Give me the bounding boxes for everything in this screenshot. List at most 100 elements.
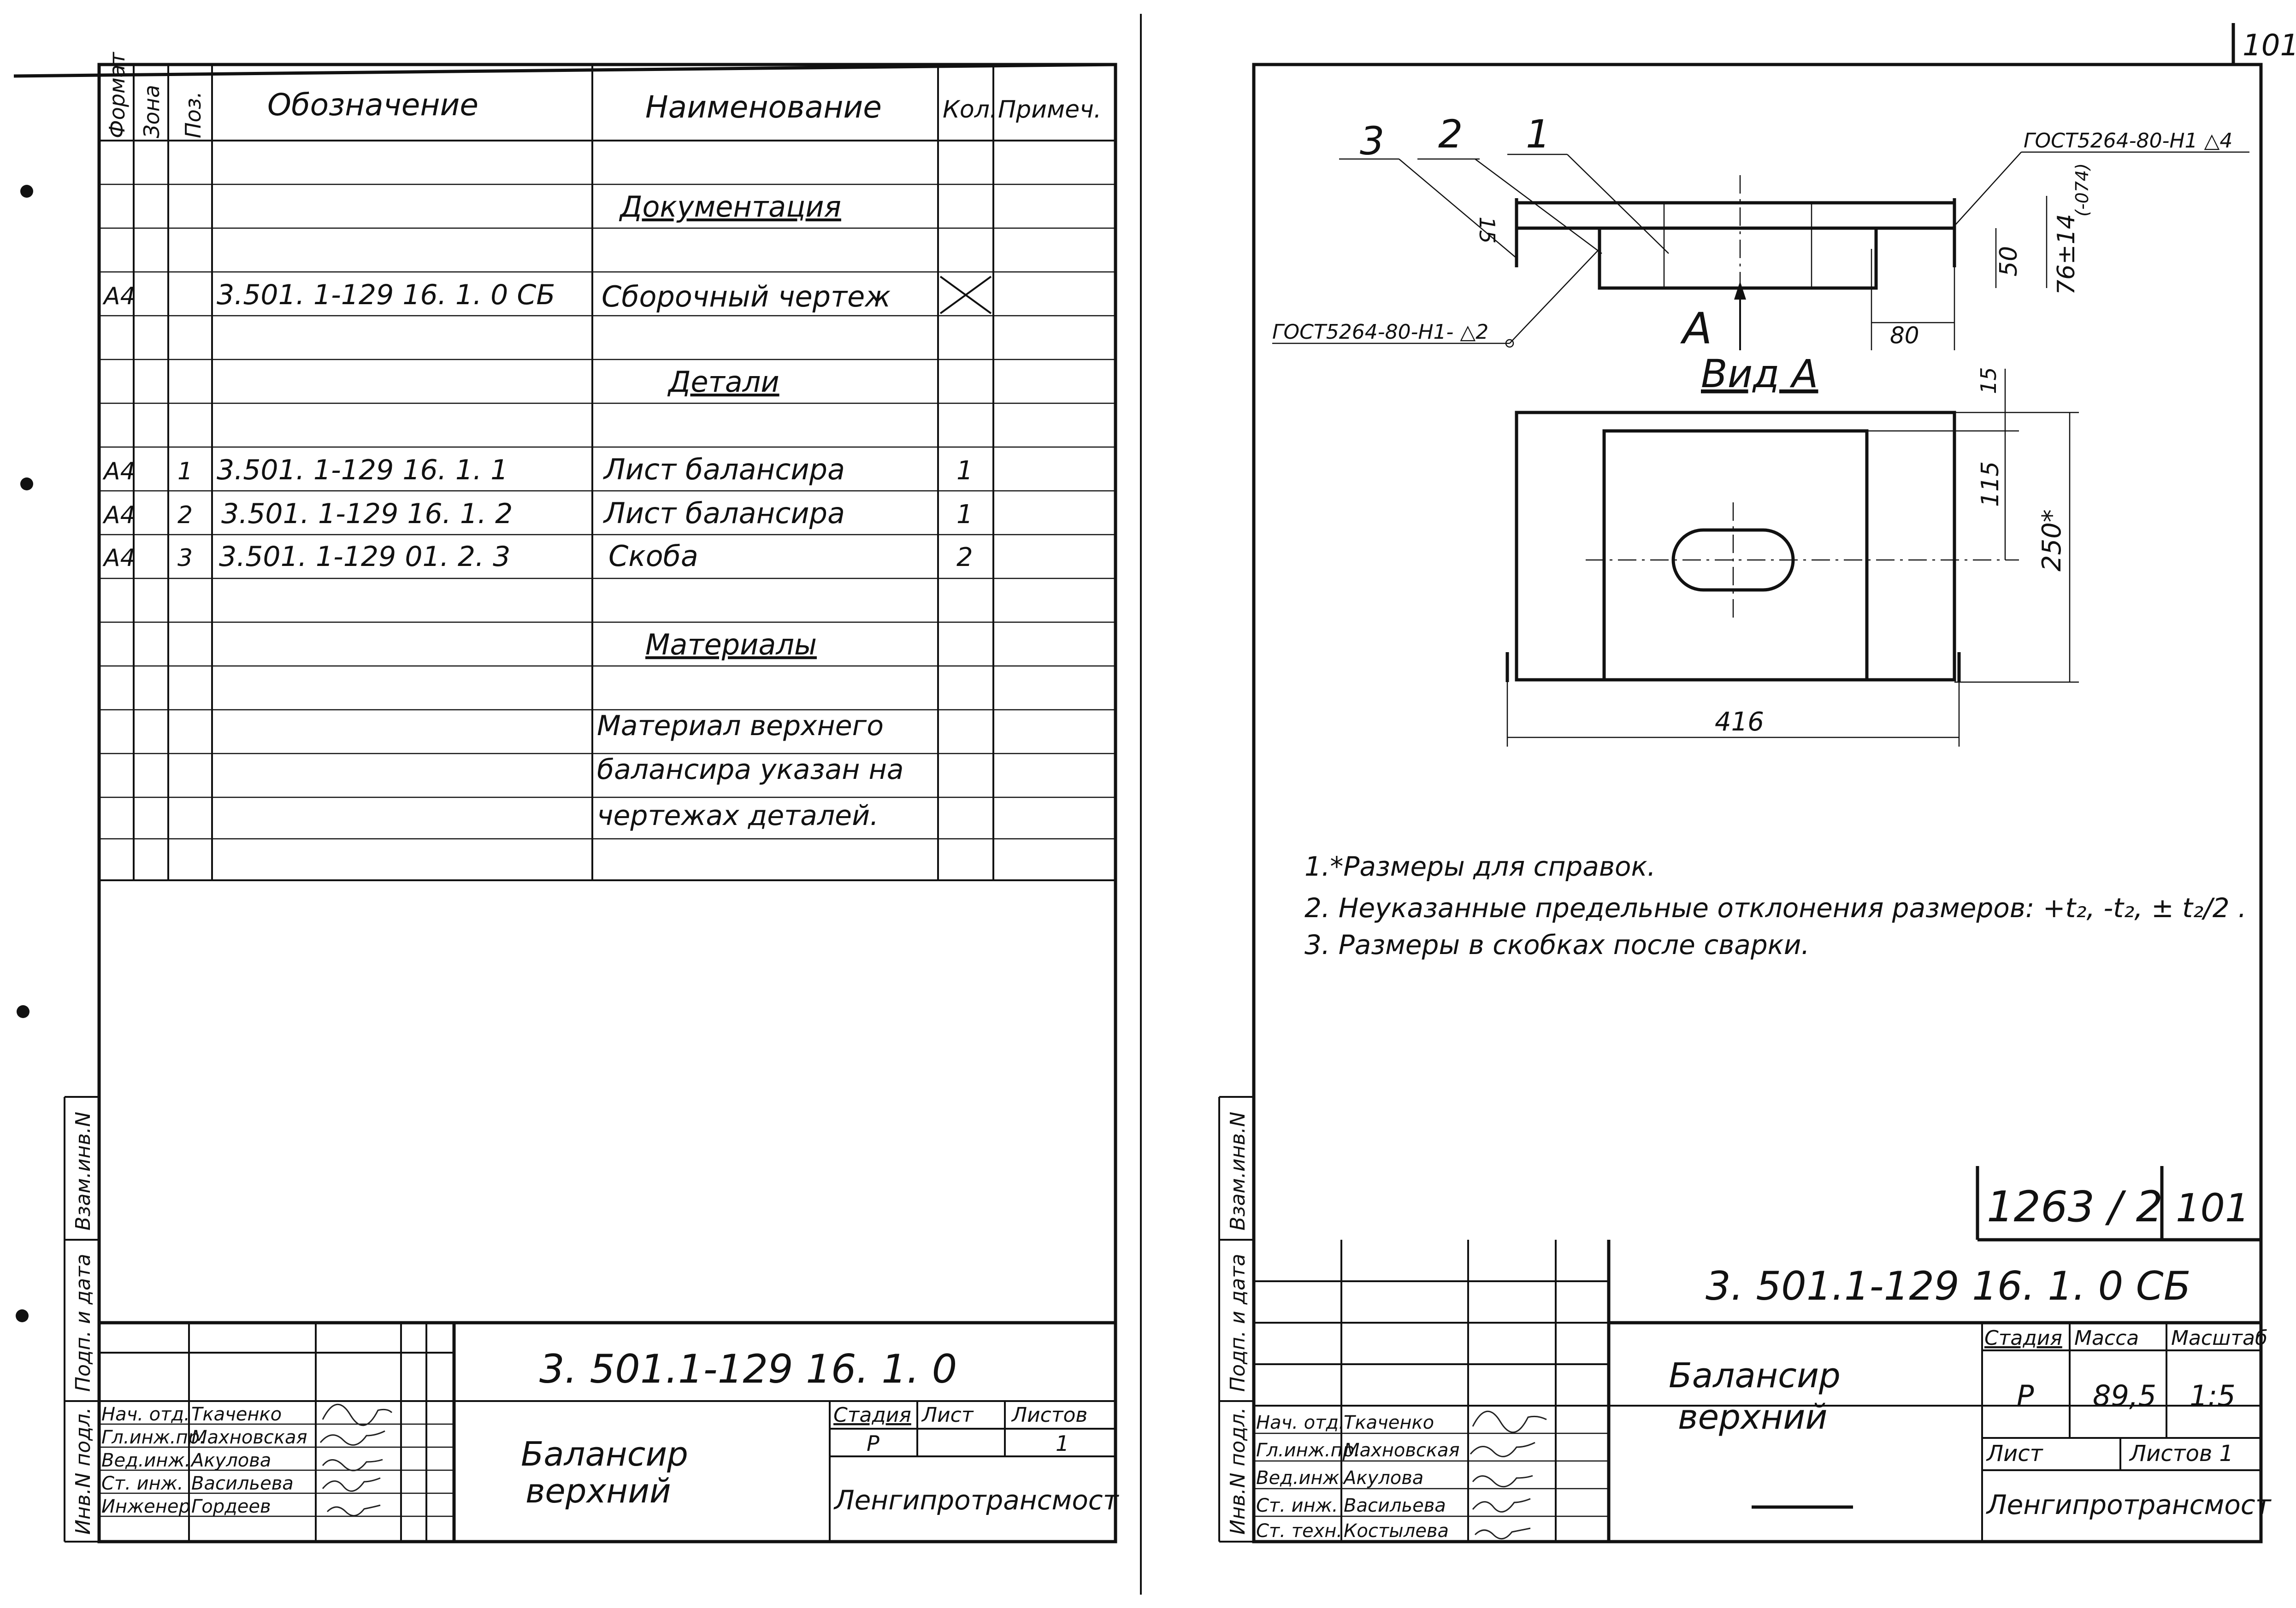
right-sheet: 101 3 2 1 А 15 50 76± bbox=[1218, 23, 2296, 1543]
section-details: Детали bbox=[667, 365, 779, 399]
dim-80: 80 bbox=[1890, 322, 1919, 349]
assembly-name: Сборочный чертеж bbox=[602, 280, 891, 313]
label-replace-inv: Взам.инв.N bbox=[71, 1112, 95, 1231]
right-person-1: Ткаченко bbox=[1344, 1412, 1434, 1433]
signature bbox=[322, 1477, 381, 1492]
dim-76: 76±14 bbox=[2053, 214, 2080, 295]
right-sheet-label: Лист bbox=[1986, 1441, 2044, 1467]
album-number: 1263 / 2 bbox=[1987, 1182, 2163, 1231]
right-title-line1: Балансир bbox=[1669, 1356, 1841, 1396]
top-plate bbox=[1515, 201, 1956, 230]
pos-label-1: 1 bbox=[1526, 112, 1550, 157]
row3-format: А4 bbox=[102, 544, 136, 572]
right-person-4: Васильева bbox=[1344, 1495, 1446, 1516]
section-documentation: Документация bbox=[619, 190, 841, 224]
row1-format: А4 bbox=[102, 458, 136, 485]
left-organization: Ленгипротрансмост bbox=[833, 1484, 1120, 1516]
row2-format: А4 bbox=[102, 501, 136, 529]
view-a bbox=[1505, 411, 2019, 682]
header-qty: Кол. bbox=[943, 96, 997, 124]
right-role-1: Нач. отд. bbox=[1256, 1412, 1345, 1433]
signature bbox=[319, 1430, 385, 1446]
right-sheets-label: Листов 1 bbox=[2129, 1441, 2233, 1467]
row3-name: Скоба bbox=[608, 539, 698, 573]
left-title-line2: верхний bbox=[525, 1472, 671, 1510]
right-drawing-code: 3. 501.1-129 16. 1. 0 СБ bbox=[1706, 1263, 2191, 1309]
signature bbox=[326, 1504, 381, 1517]
right-person-5: Костылева bbox=[1344, 1520, 1449, 1542]
header-pos: Поз. bbox=[181, 91, 206, 138]
left-role-3: Вед.инж. bbox=[101, 1450, 190, 1471]
left-person-3: Акулова bbox=[190, 1450, 271, 1471]
page-number: 101 bbox=[2243, 29, 2296, 63]
gost-callout-top: ГОСТ5264-80-Н1 △4 bbox=[2024, 129, 2232, 153]
spec-table: Формат Зона Поз. Обозначение Наименовани… bbox=[99, 52, 1116, 881]
view-a-title: Вид А bbox=[1701, 351, 1818, 396]
row1-qty: 1 bbox=[956, 456, 973, 486]
row2-pos: 2 bbox=[177, 501, 193, 529]
punch-hole bbox=[16, 1309, 29, 1322]
header-format: Формат bbox=[105, 52, 130, 138]
hatched-section bbox=[1663, 202, 1812, 289]
left-role-1: Нач. отд. bbox=[101, 1404, 190, 1425]
header-name: Наименование bbox=[645, 89, 882, 125]
left-sheet-label: Лист bbox=[921, 1403, 974, 1427]
left-top-edge bbox=[13, 63, 1116, 78]
punch-hole bbox=[20, 185, 33, 198]
left-side-strip: Взам.инв.N Подп. и дата Инв.N подл. bbox=[64, 1096, 99, 1543]
dim-74: (-074) bbox=[2072, 163, 2092, 217]
position-leaders: 3 2 1 bbox=[1339, 112, 1669, 259]
right-mass-value: 89,5 bbox=[2093, 1379, 2156, 1413]
label-sign-date: Подп. и дата bbox=[1226, 1254, 1250, 1392]
punch-hole bbox=[17, 1005, 30, 1018]
section-materials: Материалы bbox=[645, 628, 817, 661]
assembly-format: А4 bbox=[102, 283, 136, 310]
header-note: Примеч. bbox=[998, 96, 1101, 124]
row3-designation: 3.501. 1-129 01. 2. 3 bbox=[219, 541, 510, 573]
left-person-4: Васильева bbox=[191, 1473, 294, 1494]
left-role-2: Гл.инж.пр. bbox=[101, 1427, 206, 1448]
right-side-strip: Взам.инв.N Подп. и дата Инв.N подл. bbox=[1218, 1096, 1254, 1543]
row2-name: Лист балансира bbox=[603, 496, 845, 530]
dim-15: 15 bbox=[1976, 367, 2001, 394]
album-page: 101 bbox=[2176, 1185, 2249, 1231]
punch-hole bbox=[20, 477, 33, 490]
material-note-line2: балансира указан на bbox=[597, 754, 904, 786]
gost-callout-left: ГОСТ5264-80-Н1- △2 bbox=[1272, 320, 1488, 344]
qty-cross-mark bbox=[939, 276, 992, 314]
signature bbox=[1472, 1475, 1533, 1488]
right-organization: Ленгипротрансмост bbox=[1986, 1489, 2272, 1520]
left-stage-value: Р bbox=[867, 1431, 879, 1456]
note-3: 3. Размеры в скобках после сварки. bbox=[1304, 929, 1810, 960]
left-person-2: Махновская bbox=[191, 1427, 307, 1448]
pos-label-2: 2 bbox=[1438, 112, 1463, 157]
label-inv-orig: Инв.N подл. bbox=[1226, 1407, 1250, 1535]
front-view: А bbox=[1515, 175, 1956, 354]
right-role-4: Ст. инж. bbox=[1256, 1495, 1338, 1516]
row2-designation: 3.501. 1-129 16. 1. 2 bbox=[221, 498, 513, 530]
header-designation: Обозначение bbox=[267, 87, 478, 123]
row1-pos: 1 bbox=[177, 458, 193, 485]
right-scale-value: 1:5 bbox=[2190, 1379, 2236, 1413]
note-2: 2. Неуказанные предельные отклонения раз… bbox=[1304, 892, 2247, 924]
row2-qty: 1 bbox=[956, 500, 973, 530]
right-person-3: Акулова bbox=[1342, 1467, 1423, 1489]
material-note-line1: Материал верхнего bbox=[597, 710, 884, 742]
dim-115: 115 bbox=[1977, 461, 2004, 507]
album-box: 1263 / 2 101 bbox=[1976, 1166, 2261, 1242]
right-person-2: Махновская bbox=[1344, 1440, 1460, 1461]
left-title-line1: Балансир bbox=[521, 1435, 688, 1473]
left-sheets-value: 1 bbox=[1056, 1431, 1069, 1456]
view-arrow-label: А bbox=[1680, 304, 1712, 354]
note-1: 1.*Размеры для справок. bbox=[1304, 851, 1656, 882]
dim-15-top: 15 bbox=[1475, 217, 1499, 244]
row3-pos: 3 bbox=[177, 544, 193, 572]
left-role-4: Ст. инж. bbox=[101, 1473, 183, 1494]
right-title-block: 3. 501.1-129 16. 1. 0 СБ Балансир верхни… bbox=[1252, 1240, 2272, 1542]
dim-250: 250* bbox=[2037, 509, 2067, 571]
left-title-block: 3. 501.1-129 16. 1. 0 Балансир верхний С… bbox=[99, 1321, 1120, 1542]
label-inv-orig: Инв.N подл. bbox=[71, 1407, 95, 1535]
right-title-line2: верхний bbox=[1678, 1397, 1827, 1437]
signature bbox=[322, 1403, 393, 1426]
